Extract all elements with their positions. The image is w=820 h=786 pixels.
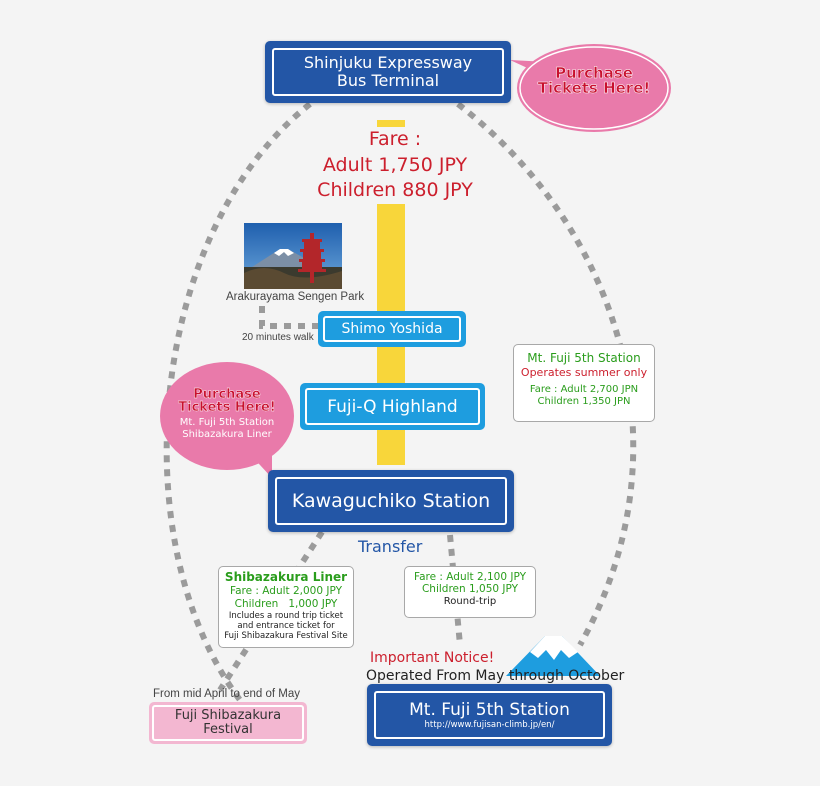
main-fare: Fare : Adult 1,750 JPY Children 880 JPY (290, 127, 500, 204)
summer-box-title: Mt. Fuji 5th Station (527, 351, 641, 365)
roundtrip-fare-infobox: Fare : Adult 2,100 JPY Children 1,050 JP… (404, 566, 536, 618)
station-shinjuku-expressway-bus-terminal[interactable]: Shinjuku Expressway Bus Terminal (265, 41, 511, 103)
walk-time-label: 20 minutes walk (242, 332, 314, 343)
dotted-route-kawaguchiko-to-fuji5 (447, 534, 463, 646)
roundtrip-box-adult: Fare : Adult 2,100 JPY (414, 571, 526, 583)
shibazakura-box-adult: Fare : Adult 2,000 JPY (230, 585, 342, 598)
station-mt-fuji-5th[interactable]: Mt. Fuji 5th Station http://www.fujisan-… (367, 684, 612, 746)
shibazakura-box-note2: and entrance ticket for (237, 620, 335, 631)
purchase-bubble-left-line4: Shibazakura Liner (182, 428, 272, 440)
shibazakura-liner-infobox: Shibazakura Liner Fare : Adult 2,000 JPY… (218, 566, 354, 648)
shinjuku-line2: Bus Terminal (336, 71, 440, 90)
festival-line2: Festival (203, 722, 253, 737)
fuji5-url[interactable]: http://www.fujisan-climb.jp/en/ (424, 720, 555, 731)
purchase-bubble-top: Purchase Tickets Here! (524, 64, 664, 97)
purchase-bubble-top-line2: Tickets Here! (537, 79, 651, 97)
important-notice-text: Operated From May through October (366, 668, 625, 684)
station-fuji-q-highland[interactable]: Fuji-Q Highland (300, 383, 485, 430)
purchase-bubble-top-shape (510, 44, 671, 132)
purchase-bubble-left-line3: Mt. Fuji 5th Station (179, 417, 275, 428)
purchase-bubble-top-line1: Purchase (555, 64, 633, 82)
purchase-bubble-left-shape (160, 362, 294, 478)
dotted-route-park-walk (259, 306, 318, 329)
dotted-route-kawaguchiko-to-festival (217, 530, 325, 692)
shibazakura-box-note1: Includes a round trip ticket (228, 610, 344, 621)
station-fuji-shibazakura-festival[interactable]: Fuji Shibazakura Festival (149, 702, 307, 744)
arakurayama-photo (244, 223, 342, 289)
purchase-bubble-left-line1: Purchase (193, 387, 261, 402)
fuji-q-label: Fuji-Q Highland (327, 396, 458, 417)
transfer-label: Transfer (355, 537, 426, 556)
main-fare-title: Fare : (366, 127, 424, 153)
purchase-bubble-left: Purchase Tickets Here! Mt. Fuji 5th Stat… (162, 388, 292, 440)
kawaguchiko-label: Kawaguchiko Station (291, 490, 491, 512)
main-fare-children: Children 880 JPY (315, 178, 475, 204)
shibazakura-box-note3: Fuji Shibazakura Festival Site (224, 630, 348, 641)
festival-line1: Fuji Shibazakura (174, 707, 282, 723)
station-kawaguchiko[interactable]: Kawaguchiko Station (268, 470, 514, 532)
shimo-yoshida-label: Shimo Yoshida (341, 321, 443, 337)
festival-period-label: From mid April to end of May (153, 688, 300, 700)
summer-box-adult: Fare : Adult 2,700 JPN (529, 384, 639, 396)
shibazakura-box-title: Shibazakura Liner (224, 570, 348, 584)
purchase-bubble-left-line2: Tickets Here! (178, 400, 276, 415)
station-shimo-yoshida[interactable]: Shimo Yoshida (318, 311, 466, 347)
fuji5-label: Mt. Fuji 5th Station (409, 699, 570, 720)
summer-box-note: Operates summer only (520, 366, 648, 380)
roundtrip-box-note: Round-trip (443, 595, 497, 607)
main-fare-adult: Adult 1,750 JPY (320, 152, 470, 179)
shibazakura-box-children: Children 1,000 JPY (234, 597, 338, 610)
summer-route-infobox: Mt. Fuji 5th Station Operates summer onl… (513, 344, 655, 422)
roundtrip-box-children: Children 1,050 JPY (421, 583, 519, 596)
arakurayama-park-label: Arakurayama Sengen Park (226, 291, 365, 303)
shinjuku-line1: Shinjuku Expressway (303, 52, 473, 72)
mt-fuji-icon (506, 636, 600, 676)
important-notice-title: Important Notice! (370, 650, 495, 666)
summer-box-children: Children 1,350 JPN (537, 395, 631, 407)
